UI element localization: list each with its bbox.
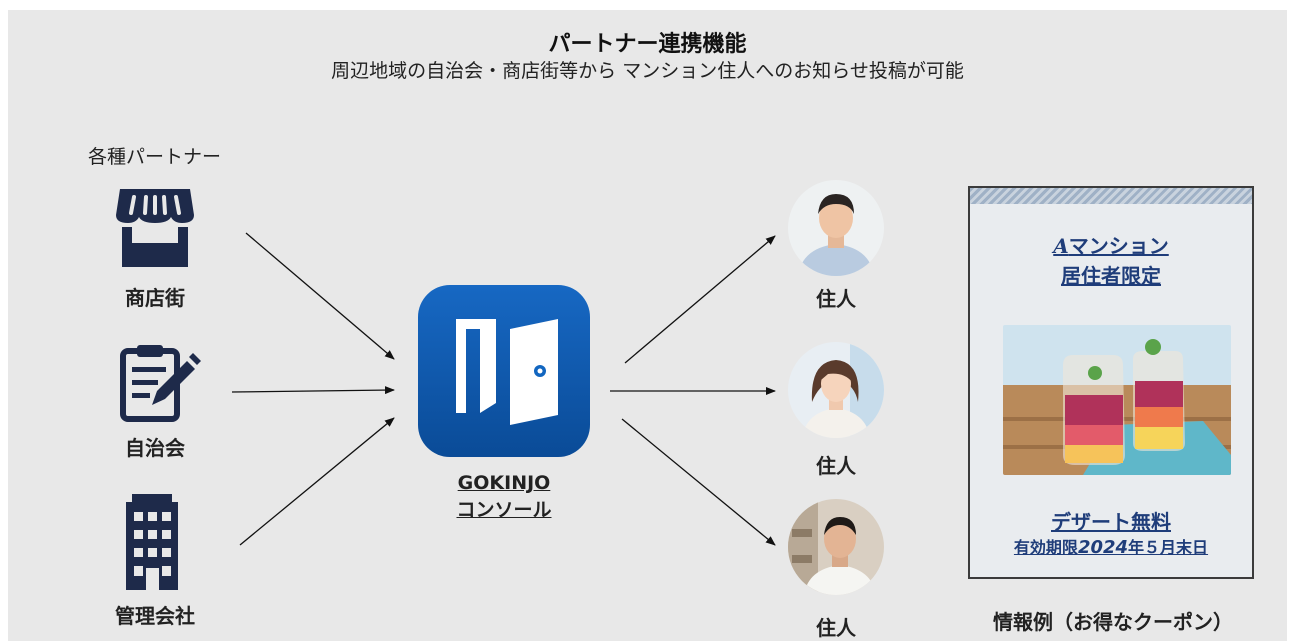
partners-heading: 各種パートナー — [88, 146, 222, 168]
resident-avatar — [788, 180, 884, 276]
resident-label: 住人 — [816, 454, 856, 478]
arrow-console-to-resident-1 — [624, 235, 776, 364]
arrow-console-to-resident-3 — [621, 418, 776, 546]
coupon-expiry-suffix: 年５月末日 — [1128, 538, 1209, 557]
clipboard-edit-icon — [119, 343, 201, 423]
arrow-shotengai-to-console — [245, 232, 395, 360]
console-label-line1: GOKINJO — [457, 472, 551, 494]
coupon-offer: デザート無料 — [1051, 510, 1171, 534]
slide: パートナー連携機能 周辺地域の自治会・商店街等から マンション住人へのお知らせ投… — [8, 10, 1287, 641]
arrow-jichikai-to-console — [231, 386, 395, 395]
storefront-icon — [116, 185, 194, 271]
office-building-icon — [126, 494, 178, 590]
arrow-kanrigaisha-to-console — [239, 417, 395, 546]
page-title: パートナー連携機能 — [548, 32, 747, 57]
connector-arrows — [231, 232, 776, 546]
coupon-title-text: マンション — [1068, 234, 1169, 258]
resident-avatar — [788, 342, 884, 438]
partner-label-jichikai: 自治会 — [125, 436, 185, 460]
console-label-line2: コンソール — [456, 499, 552, 521]
coupon-expiry-year: 2024 — [1077, 537, 1129, 558]
coupon-expiry-prefix: 有効期限 — [1013, 538, 1078, 557]
coupon-caption: 情報例（お得なクーポン） — [993, 610, 1233, 634]
resident-label: 住人 — [816, 616, 856, 640]
coupon-expiry: 有効期限2024年５月末日 — [970, 534, 1252, 558]
dessert-photo — [1003, 325, 1231, 475]
resident-label: 住人 — [816, 287, 856, 311]
door-app-icon — [418, 285, 590, 457]
coupon-title-line1: Aマンション — [970, 230, 1252, 259]
coupon-title-line2: 居住者限定 — [1061, 264, 1161, 288]
partner-label-kanrigaisha: 管理会社 — [115, 604, 195, 628]
page-subtitle: 周辺地域の自治会・商店街等から マンション住人へのお知らせ投稿が可能 — [331, 60, 964, 82]
coupon-brand-letter: A — [1053, 234, 1069, 258]
partner-label-shotengai: 商店街 — [125, 286, 185, 310]
coupon-card: Aマンション 居住者限定 デザート無料 有効期限202 — [968, 186, 1254, 579]
console-label: GOKINJO コンソール — [408, 470, 600, 524]
coupon-header-band — [970, 188, 1252, 204]
resident-avatar — [788, 499, 884, 595]
